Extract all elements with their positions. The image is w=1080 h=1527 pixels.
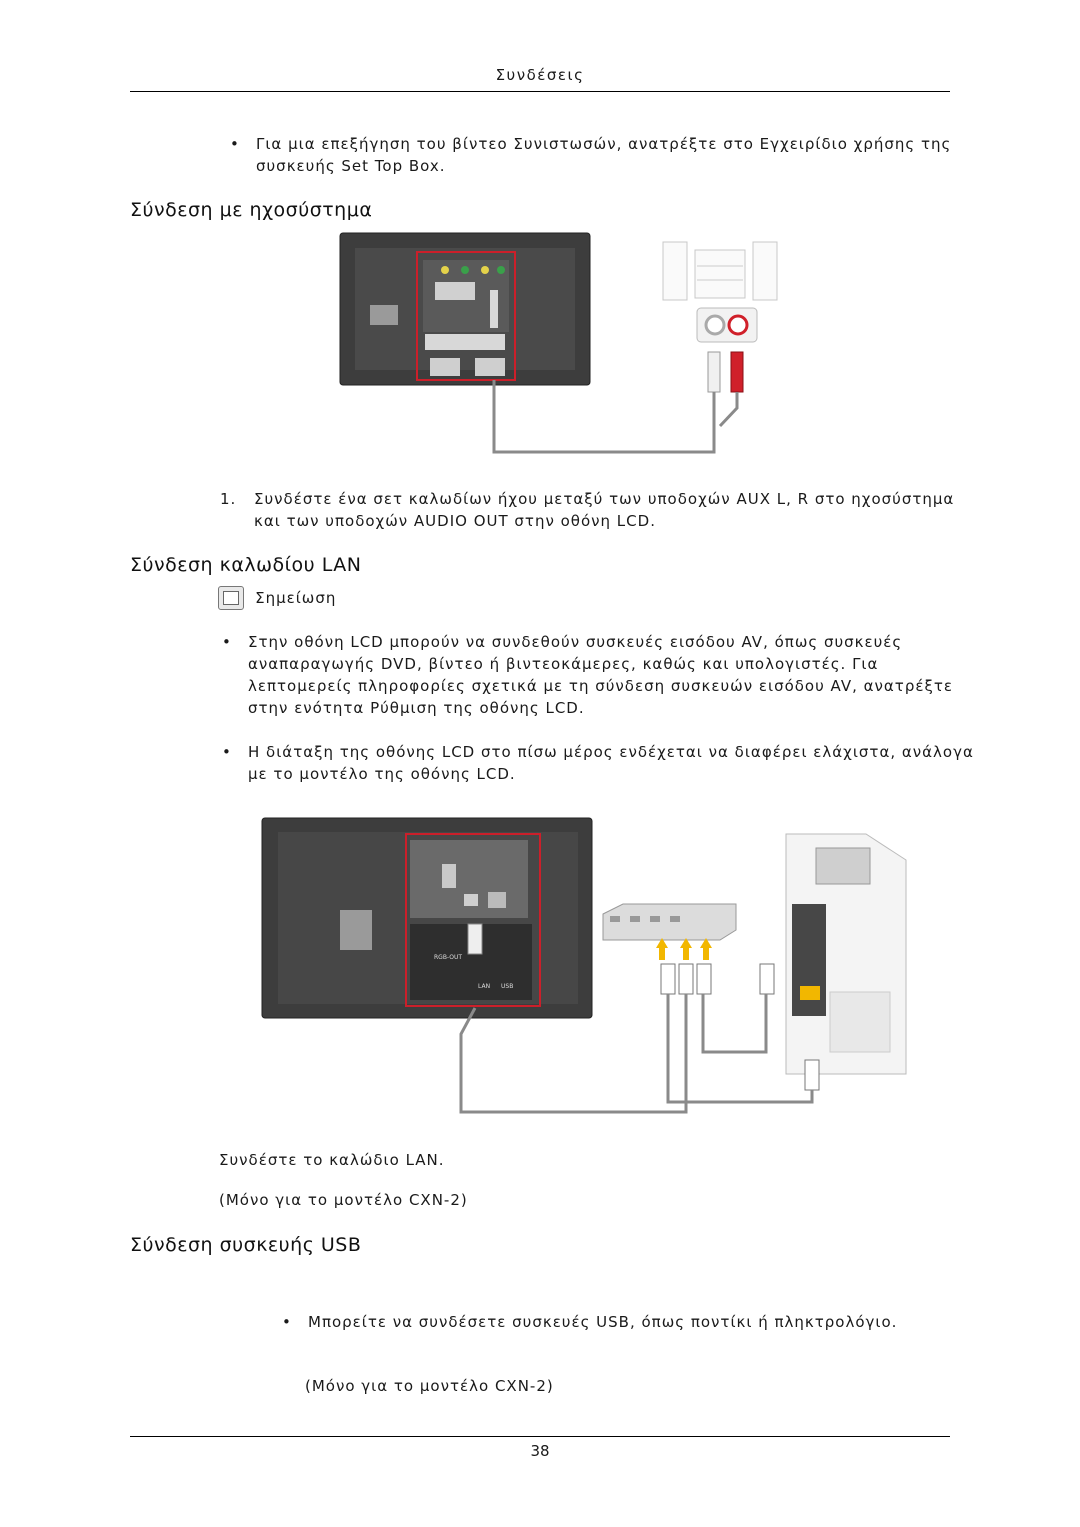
hub-port	[670, 916, 680, 922]
usb-bullet: • Μπορείτε να συνδέσετε συσκευές USB, όπ…	[282, 1311, 922, 1333]
note-icon	[218, 586, 244, 610]
heading-lan: Σύνδεση καλωδίου LAN	[130, 554, 362, 576]
lan-cable	[459, 994, 688, 1114]
heading-audio: Σύνδεση με ηχοσύστημα	[130, 199, 373, 221]
dvi-port	[435, 282, 475, 300]
bullet-marker: •	[282, 1313, 292, 1331]
upper-connector-panel	[410, 840, 528, 918]
lan-port-icon	[464, 894, 478, 906]
port-highlight-box	[416, 251, 516, 381]
pc-lan-port	[800, 986, 820, 1000]
intro-bullet: • Για μια επεξήγηση του βίντεο Συνιστωσώ…	[230, 133, 955, 177]
audio-step: 1. Συνδέστε ένα σετ καλωδίων ήχου μεταξύ…	[220, 488, 955, 532]
port-labels-strip	[425, 334, 505, 350]
network-hub	[602, 903, 737, 941]
audio-connection-diagram	[339, 232, 778, 454]
header-rule	[130, 91, 950, 92]
stereo-unit	[694, 249, 746, 299]
lan-plug	[467, 923, 483, 955]
up-arrow	[656, 938, 668, 960]
heading-usb: Σύνδεση συσκευής USB	[130, 1234, 362, 1256]
page-number: 38	[530, 1442, 550, 1460]
aux-l-port	[704, 314, 726, 336]
audio-step-text: Συνδέστε ένα σετ καλωδίων ήχου μεταξύ τω…	[254, 490, 955, 530]
rgb-out-label: RGB-OUT	[434, 954, 462, 961]
hdmi-port	[430, 358, 460, 376]
white-rca-plug	[707, 351, 721, 393]
bullet-marker: •	[230, 135, 240, 153]
pc-expansion-slots	[829, 991, 891, 1053]
lan-plug	[660, 963, 676, 995]
usb-label: USB	[501, 983, 513, 990]
lan-label: LAN	[478, 983, 490, 990]
left-speaker	[662, 241, 688, 301]
lan-connection-diagram: RGB-OUT LAN USB	[261, 817, 907, 1114]
red-rca-plug	[730, 351, 744, 393]
footer-rule	[130, 1436, 950, 1437]
monitor-stand-plate	[340, 910, 372, 950]
step-number: 1.	[220, 490, 237, 508]
bullet-marker: •	[222, 743, 232, 761]
usb-bullet-text: Μπορείτε να συνδέσετε συσκευές USB, όπως…	[308, 1313, 898, 1331]
up-arrow	[680, 938, 692, 960]
right-speaker	[752, 241, 778, 301]
rca-port	[441, 266, 449, 274]
hdmi-port	[475, 358, 505, 376]
up-arrow	[700, 938, 712, 960]
arrow-group	[656, 938, 712, 960]
bullet-marker: •	[222, 633, 232, 651]
lan-bullet-1: • Στην οθόνη LCD μπορούν να συνδεθούν συ…	[222, 631, 982, 719]
lan-bullet-2: • Η διάταξη της οθόνης LCD στο πίσω μέρο…	[222, 741, 982, 785]
usb-port-icon	[488, 892, 506, 908]
audio-plug	[490, 290, 498, 328]
rca-port	[497, 266, 505, 274]
running-header: Συνδέσεις	[495, 66, 585, 84]
rca-port	[461, 266, 469, 274]
lan-plug	[696, 963, 712, 995]
port-highlight-box	[405, 833, 541, 1007]
lan-plug	[759, 963, 775, 995]
monitor-logo-plate	[370, 305, 398, 325]
pc-fan	[815, 847, 871, 885]
lan-plug	[678, 963, 694, 995]
hub-port	[610, 916, 620, 922]
lan-cable	[701, 994, 768, 1054]
rgb-port	[442, 864, 456, 888]
audio-cable	[492, 380, 716, 454]
hub-port	[650, 916, 660, 922]
intro-bullet-text: Για μια επεξήγηση του βίντεο Συνιστωσών,…	[256, 135, 952, 175]
lan-model-note: (Μόνο για το μοντέλο CXN-2)	[219, 1191, 468, 1209]
lan-caption: Συνδέστε το καλώδιο LAN.	[219, 1151, 445, 1169]
lan-bullet-2-text: Η διάταξη της οθόνης LCD στο πίσω μέρος …	[248, 743, 974, 783]
lan-plug	[804, 1059, 820, 1091]
note-header: Σημείωση	[218, 586, 336, 610]
rca-port	[481, 266, 489, 274]
hub-port	[630, 916, 640, 922]
note-label: Σημείωση	[255, 589, 337, 607]
lan-bullet-1-text: Στην οθόνη LCD μπορούν να συνδεθούν συσκ…	[248, 633, 953, 717]
usb-model-note: (Μόνο για το μοντέλο CXN-2)	[305, 1377, 554, 1395]
aux-r-port	[727, 314, 749, 336]
lan-cable	[666, 994, 814, 1104]
